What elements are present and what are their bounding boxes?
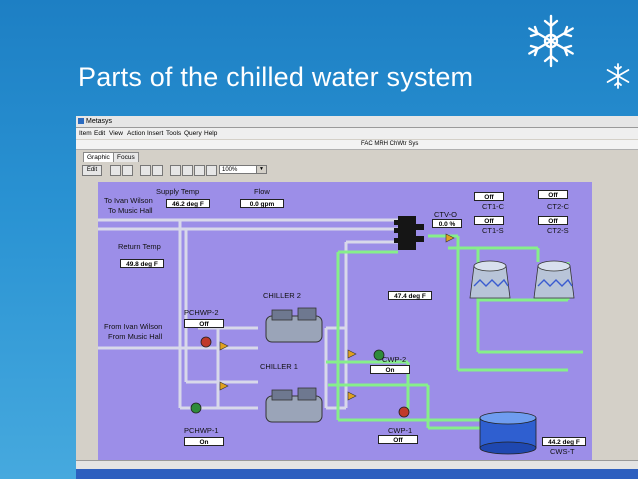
pchwp-1-status: On xyxy=(184,437,224,446)
from-music-hall-label: From Music Hall xyxy=(108,332,163,341)
ct1-c-label: CT1-C xyxy=(482,202,505,211)
ct2-c-status: Off xyxy=(538,190,568,199)
metasys-window: Metasys Item Edit View Action Insert Too… xyxy=(76,116,638,479)
print-icon[interactable] xyxy=(110,165,121,176)
menu-item-tools[interactable]: Tools xyxy=(166,130,182,137)
ct1-s-status: Off xyxy=(474,216,504,225)
pchwp-2-status: Off xyxy=(184,319,224,328)
toolbar: Edit 100% ▼ xyxy=(76,162,638,178)
slide-title: Parts of the chilled water system xyxy=(78,62,474,92)
chevron-down-icon[interactable]: ▼ xyxy=(256,166,266,173)
metasys-app-icon xyxy=(78,118,84,124)
pipe-network xyxy=(98,216,583,455)
cws-t-label: CWS-T xyxy=(550,447,575,456)
chilled-water-graphic: Supply Temp Flow To Ivan Wilson To Music… xyxy=(98,182,592,460)
supply-temp-value: 46.2 deg F xyxy=(166,199,210,208)
ctv-o-value: 0.0 % xyxy=(432,219,462,228)
chiller-2-label: CHILLER 2 xyxy=(263,291,301,300)
ct1-c-status: Off xyxy=(474,192,504,201)
ctv-o-label: CTV-O xyxy=(434,210,457,219)
chiller-icon xyxy=(265,307,323,423)
cwp-1-label: CWP-1 xyxy=(388,426,413,435)
menu-item-action[interactable]: Action xyxy=(127,130,146,137)
cwp-1-status: Off xyxy=(378,435,418,444)
app-title: Metasys xyxy=(86,118,113,125)
document-title: FAC MRH ChWtr Sys xyxy=(361,141,419,147)
edit-button[interactable]: Edit xyxy=(82,165,102,176)
snowflake-icon-small xyxy=(606,63,630,89)
cwp-2-label: CWP-2 xyxy=(382,355,407,364)
window-titlebar: Metasys xyxy=(76,116,638,128)
return-temp-value: 49.8 deg F xyxy=(120,259,164,268)
zoom-select[interactable]: 100% ▼ xyxy=(219,165,267,174)
document-titlebar: FAC MRH ChWtr Sys xyxy=(76,140,638,150)
cwp-2-status: On xyxy=(370,365,410,374)
ct2-c-label: CT2-C xyxy=(547,202,570,211)
ct2-s-label: CT2-S xyxy=(547,226,569,235)
horizontal-scrollbar[interactable] xyxy=(76,460,638,470)
menu-item-help[interactable]: Help xyxy=(204,130,218,137)
pchwp-2-label: PCHWP-2 xyxy=(184,308,219,317)
zoom-in-icon[interactable] xyxy=(170,165,181,176)
supply-temp-label: Supply Temp xyxy=(156,187,200,196)
menu-item-query[interactable]: Query xyxy=(184,130,202,137)
condenser-temp-value: 47.4 deg F xyxy=(388,291,432,300)
to-music-hall-label: To Music Hall xyxy=(108,206,153,215)
pan-icon[interactable] xyxy=(152,165,163,176)
snowflake-icon-large xyxy=(528,14,574,68)
return-temp-label: Return Temp xyxy=(118,242,161,251)
valve-icon xyxy=(219,233,455,401)
select-arrow-icon[interactable] xyxy=(140,165,151,176)
cws-t-value: 44.2 deg F xyxy=(542,437,586,446)
menu-item-item[interactable]: Item xyxy=(79,130,92,137)
flow-label: Flow xyxy=(254,187,270,196)
to-ivan-wilson-label: To Ivan Wilson xyxy=(104,196,153,205)
chiller-1-label: CHILLER 1 xyxy=(260,362,298,371)
menu-item-view[interactable]: View xyxy=(109,130,123,137)
taskbar xyxy=(76,469,638,479)
menu-item-edit[interactable]: Edit xyxy=(94,130,106,137)
ct2-s-status: Off xyxy=(538,216,568,225)
print-preview-icon[interactable] xyxy=(122,165,133,176)
manifold-icon xyxy=(394,216,424,250)
cooling-tower-icon xyxy=(469,260,575,299)
tab-graphic[interactable]: Graphic xyxy=(83,152,114,162)
zoom-value: 100% xyxy=(222,167,238,173)
menu-bar: Item Edit View Action Insert Tools Query… xyxy=(76,128,638,139)
pchwp-1-label: PCHWP-1 xyxy=(184,426,219,435)
tank-icon xyxy=(479,411,537,455)
menu-item-insert[interactable]: Insert xyxy=(147,130,164,137)
ct1-s-label: CT1-S xyxy=(482,226,504,235)
zoom-fit-icon[interactable] xyxy=(194,165,205,176)
from-ivan-wilson-label: From Ivan Wilson xyxy=(104,322,163,331)
flow-value: 0.0 gpm xyxy=(240,199,284,208)
pump-icon xyxy=(190,336,410,418)
zoom-window-icon[interactable] xyxy=(206,165,217,176)
zoom-out-icon[interactable] xyxy=(182,165,193,176)
tab-focus[interactable]: Focus xyxy=(113,152,139,162)
tab-strip: Graphic Focus xyxy=(76,150,638,162)
